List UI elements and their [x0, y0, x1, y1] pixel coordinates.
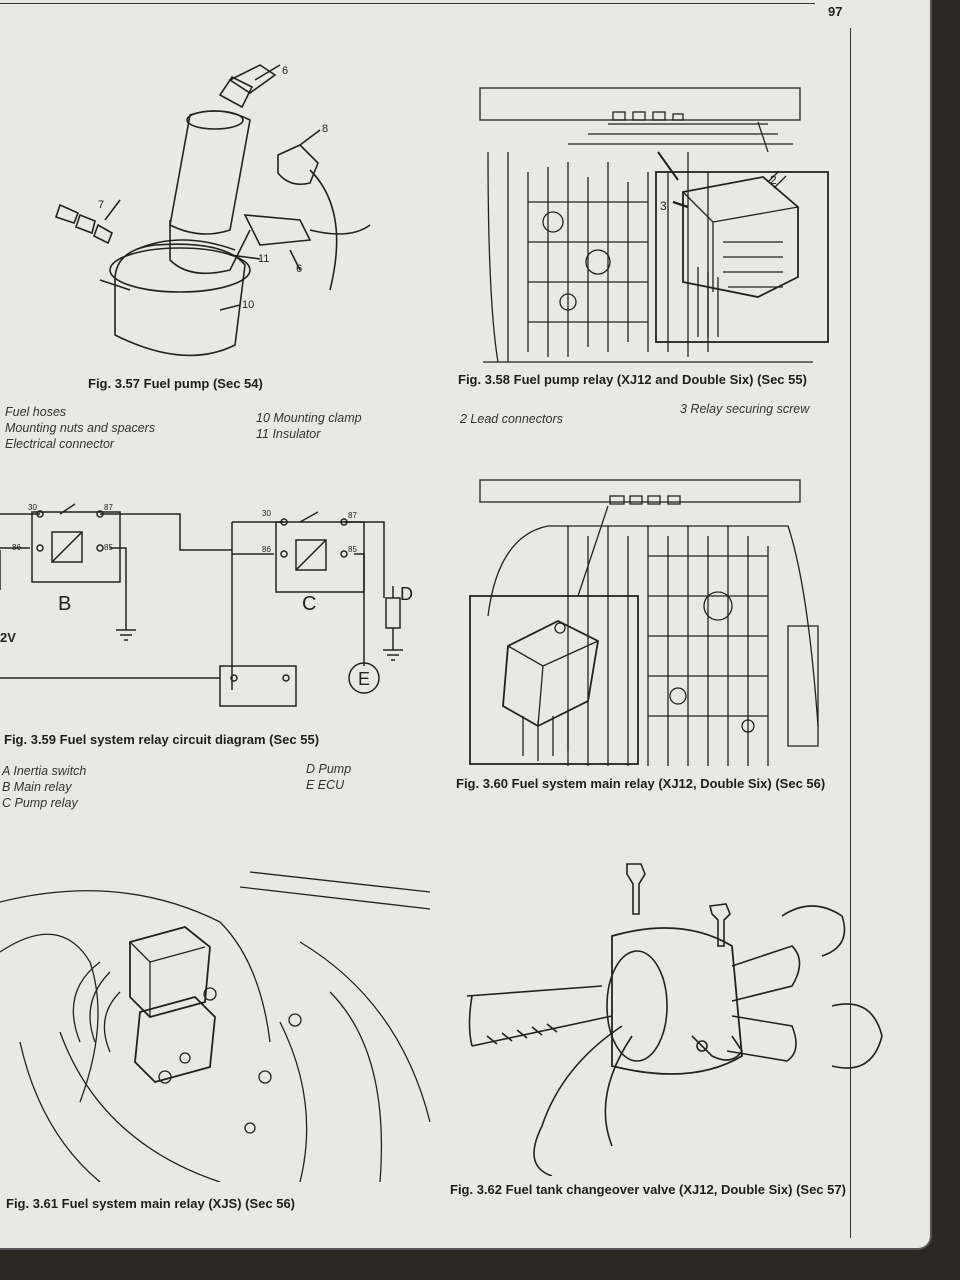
fuel-pump-relay-illustration: 2 3 — [468, 82, 838, 367]
legend-item: 11 Insulator — [256, 427, 321, 441]
legend-item: A Inertia switch — [2, 764, 87, 778]
main-relay-xjs-illustration — [0, 862, 440, 1183]
header-rule — [0, 3, 815, 4]
relay-circuit-diagram: 30 87 86 85 30 87 86 85 B C D E 2V — [0, 490, 430, 720]
terminal-b-85: 85 — [104, 543, 113, 552]
legend-item: B Main relay — [2, 780, 72, 794]
legend-fig-3-59-left: A Inertia switch B Main relay C Pump rel… — [2, 763, 86, 811]
caption-fig-3-57: Fig. 3.57 Fuel pump (Sec 54) — [88, 376, 263, 391]
legend-item: Mounting nuts and spacers — [5, 421, 156, 435]
relay-b-label: B — [58, 593, 71, 615]
main-relay-xj12-illustration — [468, 476, 838, 776]
terminal-b-86: 86 — [12, 543, 21, 552]
terminal-c-85: 85 — [348, 545, 357, 554]
caption-fig-3-61: Fig. 3.61 Fuel system main relay (XJS) (… — [6, 1196, 296, 1211]
callout-11: 11 — [258, 253, 269, 265]
fuel-pump-illustration: 6 8 7 11 6 10 — [20, 40, 380, 370]
caption-fig-3-58: Fig. 3.58 Fuel pump relay (XJ12 and Doub… — [458, 372, 807, 387]
callout-10: 10 — [242, 299, 254, 311]
legend-fig-3-58-right: 3 Relay securing screw — [680, 402, 810, 416]
legend-item: E ECU — [306, 778, 345, 792]
page-number: 97 — [828, 4, 843, 19]
legend-fig-3-57-left: Fuel hoses Mounting nuts and spacers Ele… — [5, 404, 155, 452]
terminal-b-87: 87 — [104, 503, 113, 512]
caption-fig-3-62: Fig. 3.62 Fuel tank changeover valve (XJ… — [450, 1182, 846, 1197]
pump-d-label: D — [400, 584, 413, 604]
terminal-b-30: 30 — [28, 503, 37, 512]
caption-fig-3-59: Fig. 3.59 Fuel system relay circuit diag… — [4, 732, 320, 747]
callout-7: 7 — [98, 199, 104, 211]
callout-3: 3 — [660, 199, 667, 213]
relay-c-label: C — [302, 593, 316, 615]
caption-fig-3-60: Fig. 3.60 Fuel system main relay (XJ12, … — [456, 776, 826, 791]
terminal-c-30: 30 — [262, 509, 271, 518]
changeover-valve-illustration — [462, 856, 902, 1177]
callout-6-bottom: 6 — [296, 263, 302, 275]
legend-item: Fuel hoses — [5, 405, 67, 419]
legend-item: Electrical connector — [5, 437, 115, 451]
ecu-e-label: E — [358, 669, 370, 689]
legend-fig-3-57-right: 10 Mounting clamp 11 Insulator — [256, 410, 362, 442]
terminal-c-87: 87 — [348, 511, 357, 520]
terminal-c-86: 86 — [262, 545, 271, 554]
column-rule — [850, 28, 851, 1238]
callout-2: 2 — [770, 173, 777, 187]
callout-8: 8 — [322, 123, 328, 135]
manual-page: 97 — [0, 0, 932, 1250]
legend-fig-3-59-right: D Pump E ECU — [306, 761, 351, 793]
legend-item: 10 Mounting clamp — [256, 411, 362, 425]
callout-6-top: 6 — [282, 65, 288, 77]
legend-item: D Pump — [306, 762, 352, 776]
legend-fig-3-58-left: 2 Lead connectors — [460, 412, 563, 426]
supply-label: 2V — [0, 630, 16, 645]
legend-item: C Pump relay — [2, 796, 78, 810]
